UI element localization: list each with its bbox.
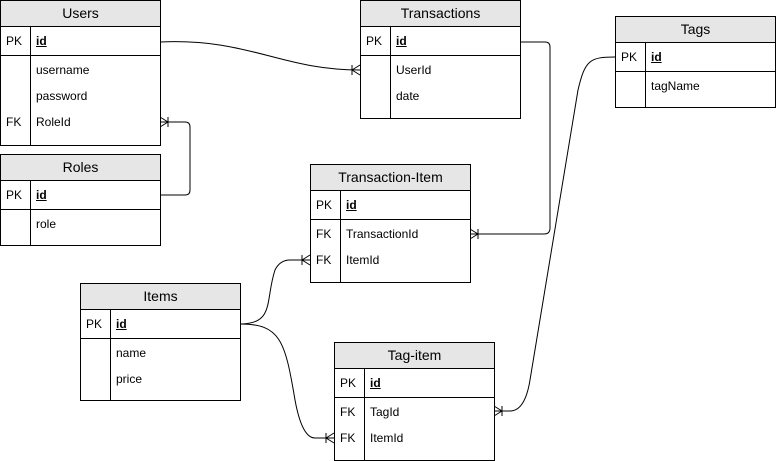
tag-item-pk-row: PK id bbox=[335, 369, 494, 398]
users-username-field: username bbox=[36, 63, 90, 77]
items-price-field: price bbox=[116, 372, 143, 386]
roles-table[interactable]: Roles PK id role bbox=[0, 154, 161, 246]
transactions-pk-row: PK id bbox=[361, 27, 520, 56]
tag-item-itemid-field: ItemId bbox=[370, 431, 404, 445]
column-divider bbox=[110, 310, 111, 400]
tags-tagname-row: tagName bbox=[616, 73, 775, 99]
tags-table[interactable]: Tags PK id tagName bbox=[615, 16, 776, 108]
users-pk-row: PK id bbox=[1, 27, 160, 56]
transaction-item-pk-row: PK id bbox=[311, 191, 470, 220]
fk-label: FK bbox=[340, 405, 356, 419]
column-divider bbox=[340, 191, 341, 282]
pk-label: PK bbox=[86, 317, 103, 331]
items-pk-row: PK id bbox=[81, 310, 240, 339]
column-divider bbox=[390, 27, 391, 118]
tag-item-table-title: Tag-item bbox=[335, 343, 494, 369]
tags-tagname-field: tagName bbox=[651, 79, 700, 93]
users-table-title: Users bbox=[1, 1, 160, 27]
column-divider bbox=[30, 27, 31, 145]
roles-table-title: Roles bbox=[1, 155, 160, 181]
transaction-item-transactionid-row: FK TransactionId bbox=[311, 221, 470, 247]
roles-role-row: role bbox=[1, 211, 160, 237]
transaction-item-table[interactable]: Transaction-Item PK id FK TransactionId … bbox=[310, 164, 471, 283]
fk-label: FK bbox=[316, 253, 332, 267]
users-password-field: password bbox=[36, 89, 88, 103]
users-username-row: username bbox=[1, 57, 160, 83]
tag-item-itemid-row: FK ItemId bbox=[335, 425, 494, 451]
items-id-field: id bbox=[116, 317, 127, 331]
tag-item-tagid-field: TagId bbox=[370, 405, 400, 419]
column-divider bbox=[645, 43, 646, 107]
pk-label: PK bbox=[366, 34, 383, 48]
tags-pk-row: PK id bbox=[616, 43, 775, 72]
crowfoot-transactions-transitem bbox=[469, 228, 479, 240]
roles-role-field: role bbox=[36, 217, 57, 231]
transactions-userid-field: UserId bbox=[396, 63, 432, 77]
items-table-title: Items bbox=[81, 284, 240, 310]
crowfoot-users-transactions bbox=[351, 64, 361, 76]
pk-label: PK bbox=[6, 34, 23, 48]
items-price-row: price bbox=[81, 366, 240, 392]
items-name-field: name bbox=[116, 346, 147, 360]
link-items-tagitem bbox=[239, 323, 334, 439]
pk-label: PK bbox=[621, 50, 638, 64]
transaction-item-table-title: Transaction-Item bbox=[311, 165, 470, 191]
transactions-id-field: id bbox=[396, 34, 407, 48]
transaction-item-transactionid-field: TransactionId bbox=[346, 227, 419, 241]
tags-table-title: Tags bbox=[616, 17, 775, 43]
transactions-date-field: date bbox=[396, 89, 420, 103]
users-roleid-field: RoleId bbox=[36, 115, 71, 129]
fk-label: FK bbox=[340, 431, 356, 445]
column-divider bbox=[364, 369, 365, 460]
transactions-table[interactable]: Transactions PK id UserId date bbox=[360, 0, 521, 119]
pk-label: PK bbox=[316, 198, 333, 212]
transaction-item-id-field: id bbox=[346, 198, 357, 212]
tag-item-table[interactable]: Tag-item PK id FK TagId FK ItemId bbox=[334, 342, 495, 461]
users-id-field: id bbox=[36, 34, 47, 48]
transaction-item-itemid-field: ItemId bbox=[346, 253, 380, 267]
link-users-transactions bbox=[159, 41, 361, 71]
users-roleid-row: FK RoleId bbox=[1, 109, 160, 135]
crowfoot-tags-tagitem bbox=[493, 405, 503, 417]
link-items-transitem bbox=[239, 259, 310, 325]
fk-label: FK bbox=[6, 115, 22, 129]
pk-label: PK bbox=[6, 188, 23, 202]
tag-item-tagid-row: FK TagId bbox=[335, 399, 494, 425]
transactions-table-title: Transactions bbox=[361, 1, 520, 27]
crowfoot-items-transitem bbox=[301, 254, 311, 266]
tags-id-field: id bbox=[651, 50, 662, 64]
column-divider bbox=[30, 181, 31, 245]
transactions-date-row: date bbox=[361, 83, 520, 109]
users-password-row: password bbox=[1, 83, 160, 109]
roles-id-field: id bbox=[36, 188, 47, 202]
crowfoot-items-tagitem bbox=[325, 432, 335, 444]
crowfoot-roles-users bbox=[159, 116, 169, 128]
tag-item-id-field: id bbox=[370, 376, 381, 390]
items-name-row: name bbox=[81, 340, 240, 366]
items-table[interactable]: Items PK id name price bbox=[80, 283, 241, 401]
transaction-item-itemid-row: FK ItemId bbox=[311, 247, 470, 273]
pk-label: PK bbox=[340, 376, 357, 390]
transactions-userid-row: UserId bbox=[361, 57, 520, 83]
link-roles-users bbox=[160, 121, 191, 196]
roles-pk-row: PK id bbox=[1, 181, 160, 210]
users-table[interactable]: Users PK id username password FK RoleId bbox=[0, 0, 161, 146]
fk-label: FK bbox=[316, 227, 332, 241]
